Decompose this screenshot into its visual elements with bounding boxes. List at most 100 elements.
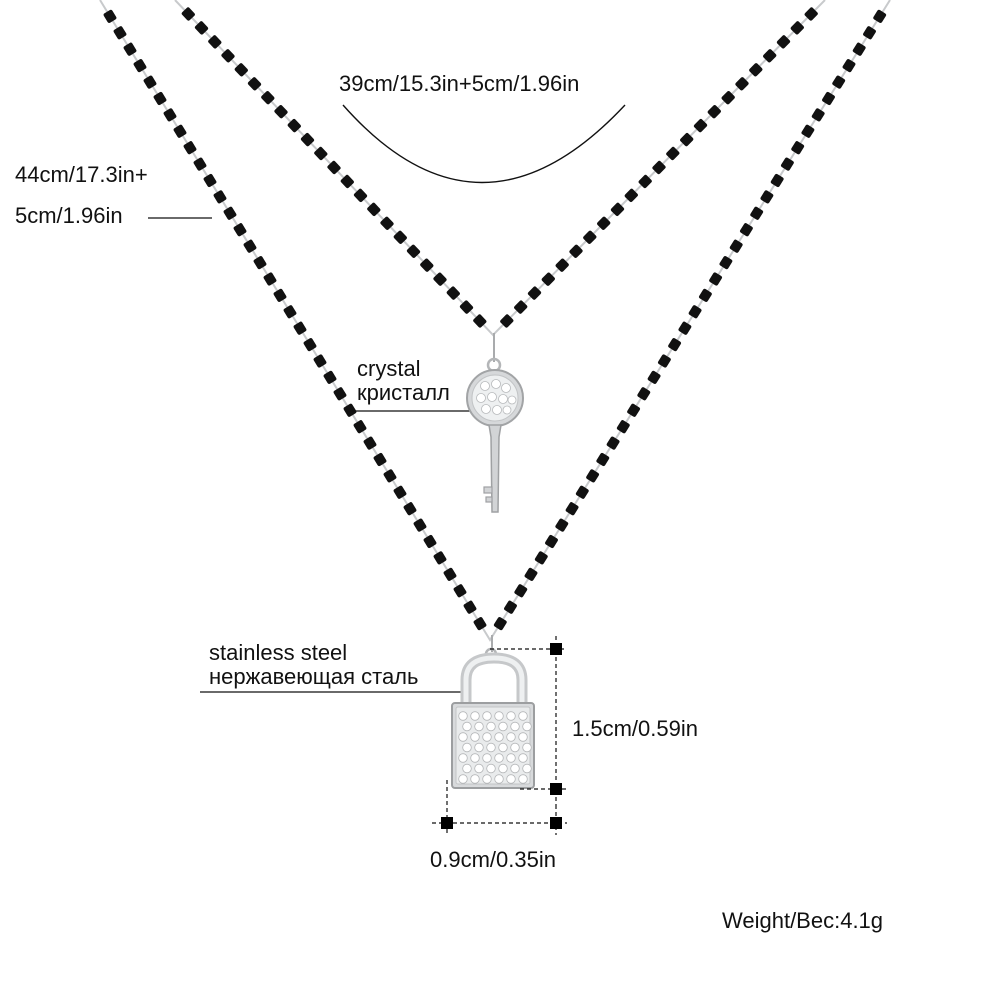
chain-bead: [666, 146, 680, 161]
chain-bead: [203, 173, 217, 188]
chain-bead: [443, 567, 457, 581]
chain-wire: [99, 0, 891, 642]
chain-bead: [153, 91, 167, 106]
chain-bead: [606, 436, 620, 450]
chain-bead: [763, 49, 777, 63]
crystal-stone: [510, 763, 520, 774]
chain-bead: [721, 91, 735, 105]
chain-bead: [367, 202, 381, 217]
chain-bead: [353, 188, 368, 203]
chain-bead: [343, 403, 357, 417]
chain-bead: [234, 63, 248, 77]
chain-bead: [393, 485, 407, 499]
chain-bead: [597, 216, 611, 230]
chain-bead: [527, 286, 542, 300]
chain-bead: [314, 146, 328, 161]
chain-bead: [524, 567, 538, 581]
chain-bead: [243, 239, 257, 253]
chain-bead: [658, 354, 671, 368]
chain-bead: [822, 91, 835, 106]
chain-bead: [303, 338, 317, 352]
chain-bead: [446, 286, 460, 300]
chain-bead: [750, 206, 764, 220]
crystal-stone: [474, 763, 484, 774]
crystal-stone: [498, 763, 508, 774]
chain-bead: [652, 160, 666, 175]
chain-bead: [353, 420, 367, 434]
crystal-stone: [462, 763, 472, 774]
chain-bead: [413, 518, 427, 532]
chain-bead: [283, 305, 297, 319]
chain-bead: [327, 160, 341, 175]
crystal-stone: [498, 721, 508, 732]
chain-bead: [586, 469, 599, 483]
chain-bead: [287, 118, 301, 133]
width-dimension: [432, 780, 567, 835]
chain-bead: [719, 256, 733, 270]
crystal-stone: [494, 774, 504, 784]
crystal-stone: [506, 753, 516, 763]
steel-label: stainless steel нержавеющая сталь: [209, 641, 418, 689]
chain-bead: [123, 42, 137, 56]
chain-bead: [770, 173, 784, 188]
crystal-stone: [522, 763, 532, 774]
chain-bead: [363, 436, 377, 450]
chain-bead: [678, 321, 692, 335]
chain-bead: [729, 239, 743, 253]
chain-bead: [555, 518, 569, 532]
chain-beads: [103, 7, 887, 631]
chain-bead: [555, 258, 569, 272]
chain-bead: [740, 223, 753, 237]
chain-bead: [811, 108, 825, 122]
steel-label-ru: нержавеющая сталь: [209, 664, 419, 689]
crystal-stone: [470, 732, 480, 742]
chain-bead: [832, 75, 846, 89]
pendant-height-label: 1.5cm/0.59in: [572, 716, 698, 741]
chain-bead: [638, 174, 652, 189]
chain-bead: [293, 321, 307, 335]
chain-bead: [801, 124, 815, 138]
crystal-stone: [482, 732, 492, 742]
chain-bead: [263, 272, 277, 286]
chain-bead: [545, 534, 558, 549]
crystal-stone: [518, 732, 528, 742]
chain-bead: [193, 157, 207, 171]
chain-bead: [534, 551, 548, 565]
chain-bead: [500, 314, 514, 328]
chain-bead: [569, 244, 583, 258]
crystal-stone: [462, 721, 472, 732]
crystal-stone: [482, 774, 492, 784]
crystal-stone: [518, 711, 528, 721]
chain-bead: [393, 230, 407, 244]
chain-bead: [863, 26, 876, 40]
crystal-stone: [494, 711, 504, 721]
chain-bead: [514, 584, 528, 598]
short-chain-length-arc: [342, 104, 626, 184]
chain-bead: [707, 105, 721, 119]
chain-bead: [383, 469, 397, 483]
chain-bead: [583, 230, 597, 244]
chain-bead: [709, 272, 722, 286]
crystal-stone: [462, 742, 472, 753]
chain-bead: [749, 63, 763, 77]
chain-bead: [194, 21, 209, 35]
crystal-stone: [510, 742, 520, 753]
chain-bead: [688, 305, 702, 319]
chain-bead: [183, 141, 197, 155]
crystal-stone: [518, 774, 528, 784]
crystal-stone: [510, 721, 520, 732]
chain-bead: [624, 188, 638, 202]
chain-bead: [804, 7, 818, 21]
chain-bead: [113, 26, 127, 40]
chain-bead: [247, 77, 262, 91]
chain-bead: [565, 502, 579, 516]
chain-bead: [781, 157, 794, 171]
chain-bead: [221, 49, 235, 63]
chain-bead: [735, 77, 749, 91]
chain-bead: [463, 600, 477, 614]
crystal-stone: [518, 753, 528, 763]
chain-bead: [493, 617, 507, 631]
chain-bead: [776, 35, 791, 49]
chain-bead: [647, 370, 661, 384]
